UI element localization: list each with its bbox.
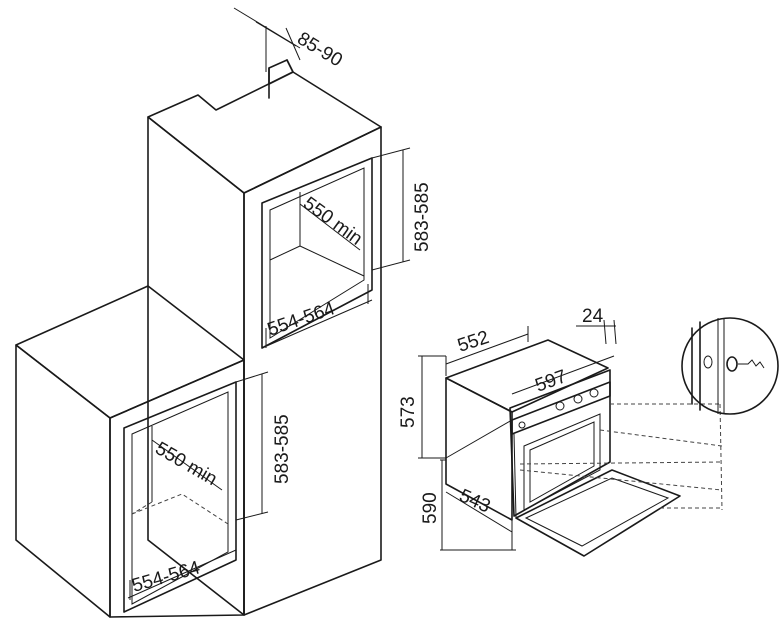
label-oven-body-height: 573 xyxy=(398,396,419,428)
label-lower-depth: 550 min xyxy=(152,438,221,490)
label-upper-width: 554-564 xyxy=(265,298,338,341)
label-lower-width: 554-564 xyxy=(130,557,203,597)
label-oven-panel: 24 xyxy=(582,306,604,327)
label-lower-height: 583-585 xyxy=(272,414,293,484)
knob-icon xyxy=(555,401,565,411)
oven xyxy=(445,339,723,557)
label-oven-inner-depth: 543 xyxy=(456,485,494,517)
dimension-lines xyxy=(127,7,411,600)
base-cabinet xyxy=(15,285,245,618)
label-top-offset: 85-90 xyxy=(293,28,345,71)
oven-dimension-lines xyxy=(418,319,617,551)
tall-cabinet xyxy=(147,59,382,616)
label-oven-width: 597 xyxy=(533,366,570,397)
label-upper-depth: 550 min xyxy=(299,193,366,250)
label-oven-depth: 552 xyxy=(455,327,492,357)
knob-icon xyxy=(573,394,583,404)
screw-detail xyxy=(681,317,779,415)
lower-niche xyxy=(123,381,237,613)
knob-icon xyxy=(518,421,526,429)
label-oven-total-height: 590 xyxy=(420,492,441,524)
label-upper-height: 583-585 xyxy=(412,182,433,252)
dimension-labels: 85-90 583-585 550 min 554-564 583-585 55… xyxy=(130,28,604,597)
knob-icon xyxy=(589,388,599,398)
screw-head-icon xyxy=(726,356,738,372)
upper-niche xyxy=(261,157,373,349)
